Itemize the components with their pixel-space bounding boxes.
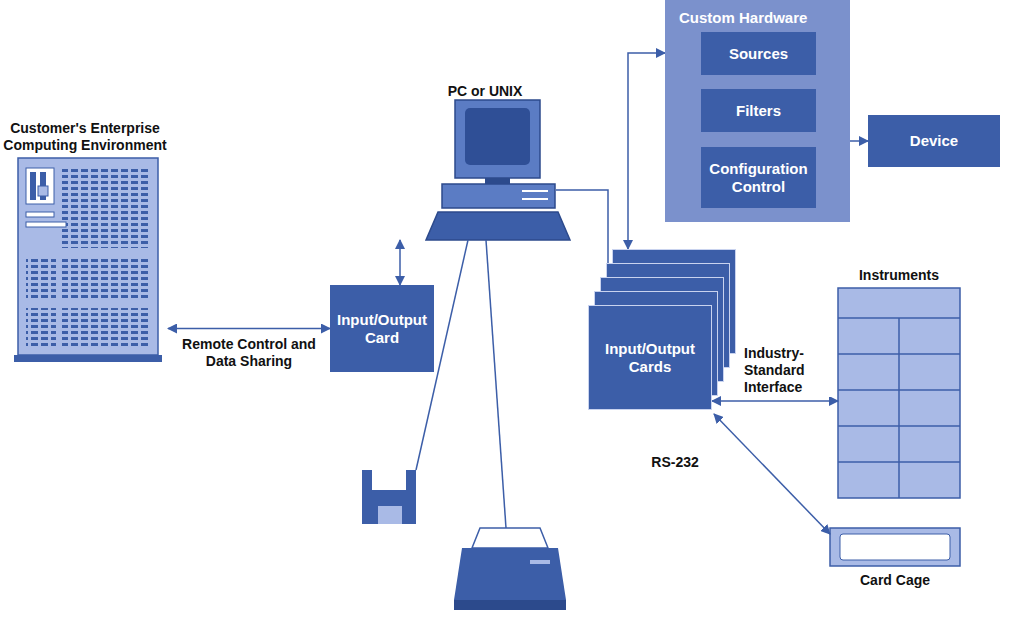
connector — [850, 140, 868, 142]
edge-label: Industry-Standard Interface — [742, 344, 834, 397]
card-stack: Input/Output Cards — [588, 249, 736, 410]
process-box: Configuration Control — [701, 147, 816, 208]
label-holder: Remote Control and Data Sharing — [174, 335, 324, 371]
node-label: Card Cage — [820, 572, 970, 598]
connector — [168, 328, 330, 330]
computer-illustration — [426, 100, 570, 240]
connector — [556, 190, 608, 263]
connector — [714, 414, 830, 534]
edge-label: RS-232 — [640, 453, 710, 472]
node-label: Configuration Control — [701, 160, 816, 196]
node-label: Custom Hardware — [665, 0, 850, 27]
card-cage-illustration — [830, 528, 960, 566]
process-box: Sources — [701, 32, 816, 75]
node-label: Filters — [731, 102, 786, 120]
node-label: Sources — [724, 45, 793, 63]
node-label: PC or UNIX — [445, 62, 525, 100]
instrument-rack — [838, 288, 960, 498]
figure-node: PC or UNIX — [395, 62, 575, 240]
process-box: Input/Output Card — [330, 285, 434, 372]
connector — [399, 240, 401, 285]
group-panel: Custom HardwareSourcesFiltersConfigurati… — [665, 0, 850, 222]
node-label: Input/Output Card — [330, 311, 434, 347]
process-box: Device — [868, 115, 1000, 167]
figure-node: Customer's Enterprise Computing Environm… — [2, 102, 168, 362]
connector — [628, 53, 665, 249]
label-holder: RS-232 — [640, 453, 710, 472]
printer-illustration — [454, 528, 566, 610]
process-box: Filters — [701, 89, 816, 132]
edge-label: Remote Control and Data Sharing — [174, 335, 324, 371]
node-label: Instruments — [832, 258, 966, 284]
figure-node: Card Cage — [820, 520, 970, 598]
node-label: Input/Output Cards — [588, 305, 712, 410]
node-label: Device — [905, 132, 963, 150]
figure-node: Instruments — [832, 258, 966, 500]
floppy-disk-illustration — [362, 470, 416, 524]
node-label: Customer's Enterprise Computing Environm… — [2, 102, 168, 154]
connector — [712, 400, 838, 402]
wire — [486, 240, 506, 528]
server-illustration — [14, 158, 162, 362]
label-holder: Industry-Standard Interface — [742, 344, 834, 397]
